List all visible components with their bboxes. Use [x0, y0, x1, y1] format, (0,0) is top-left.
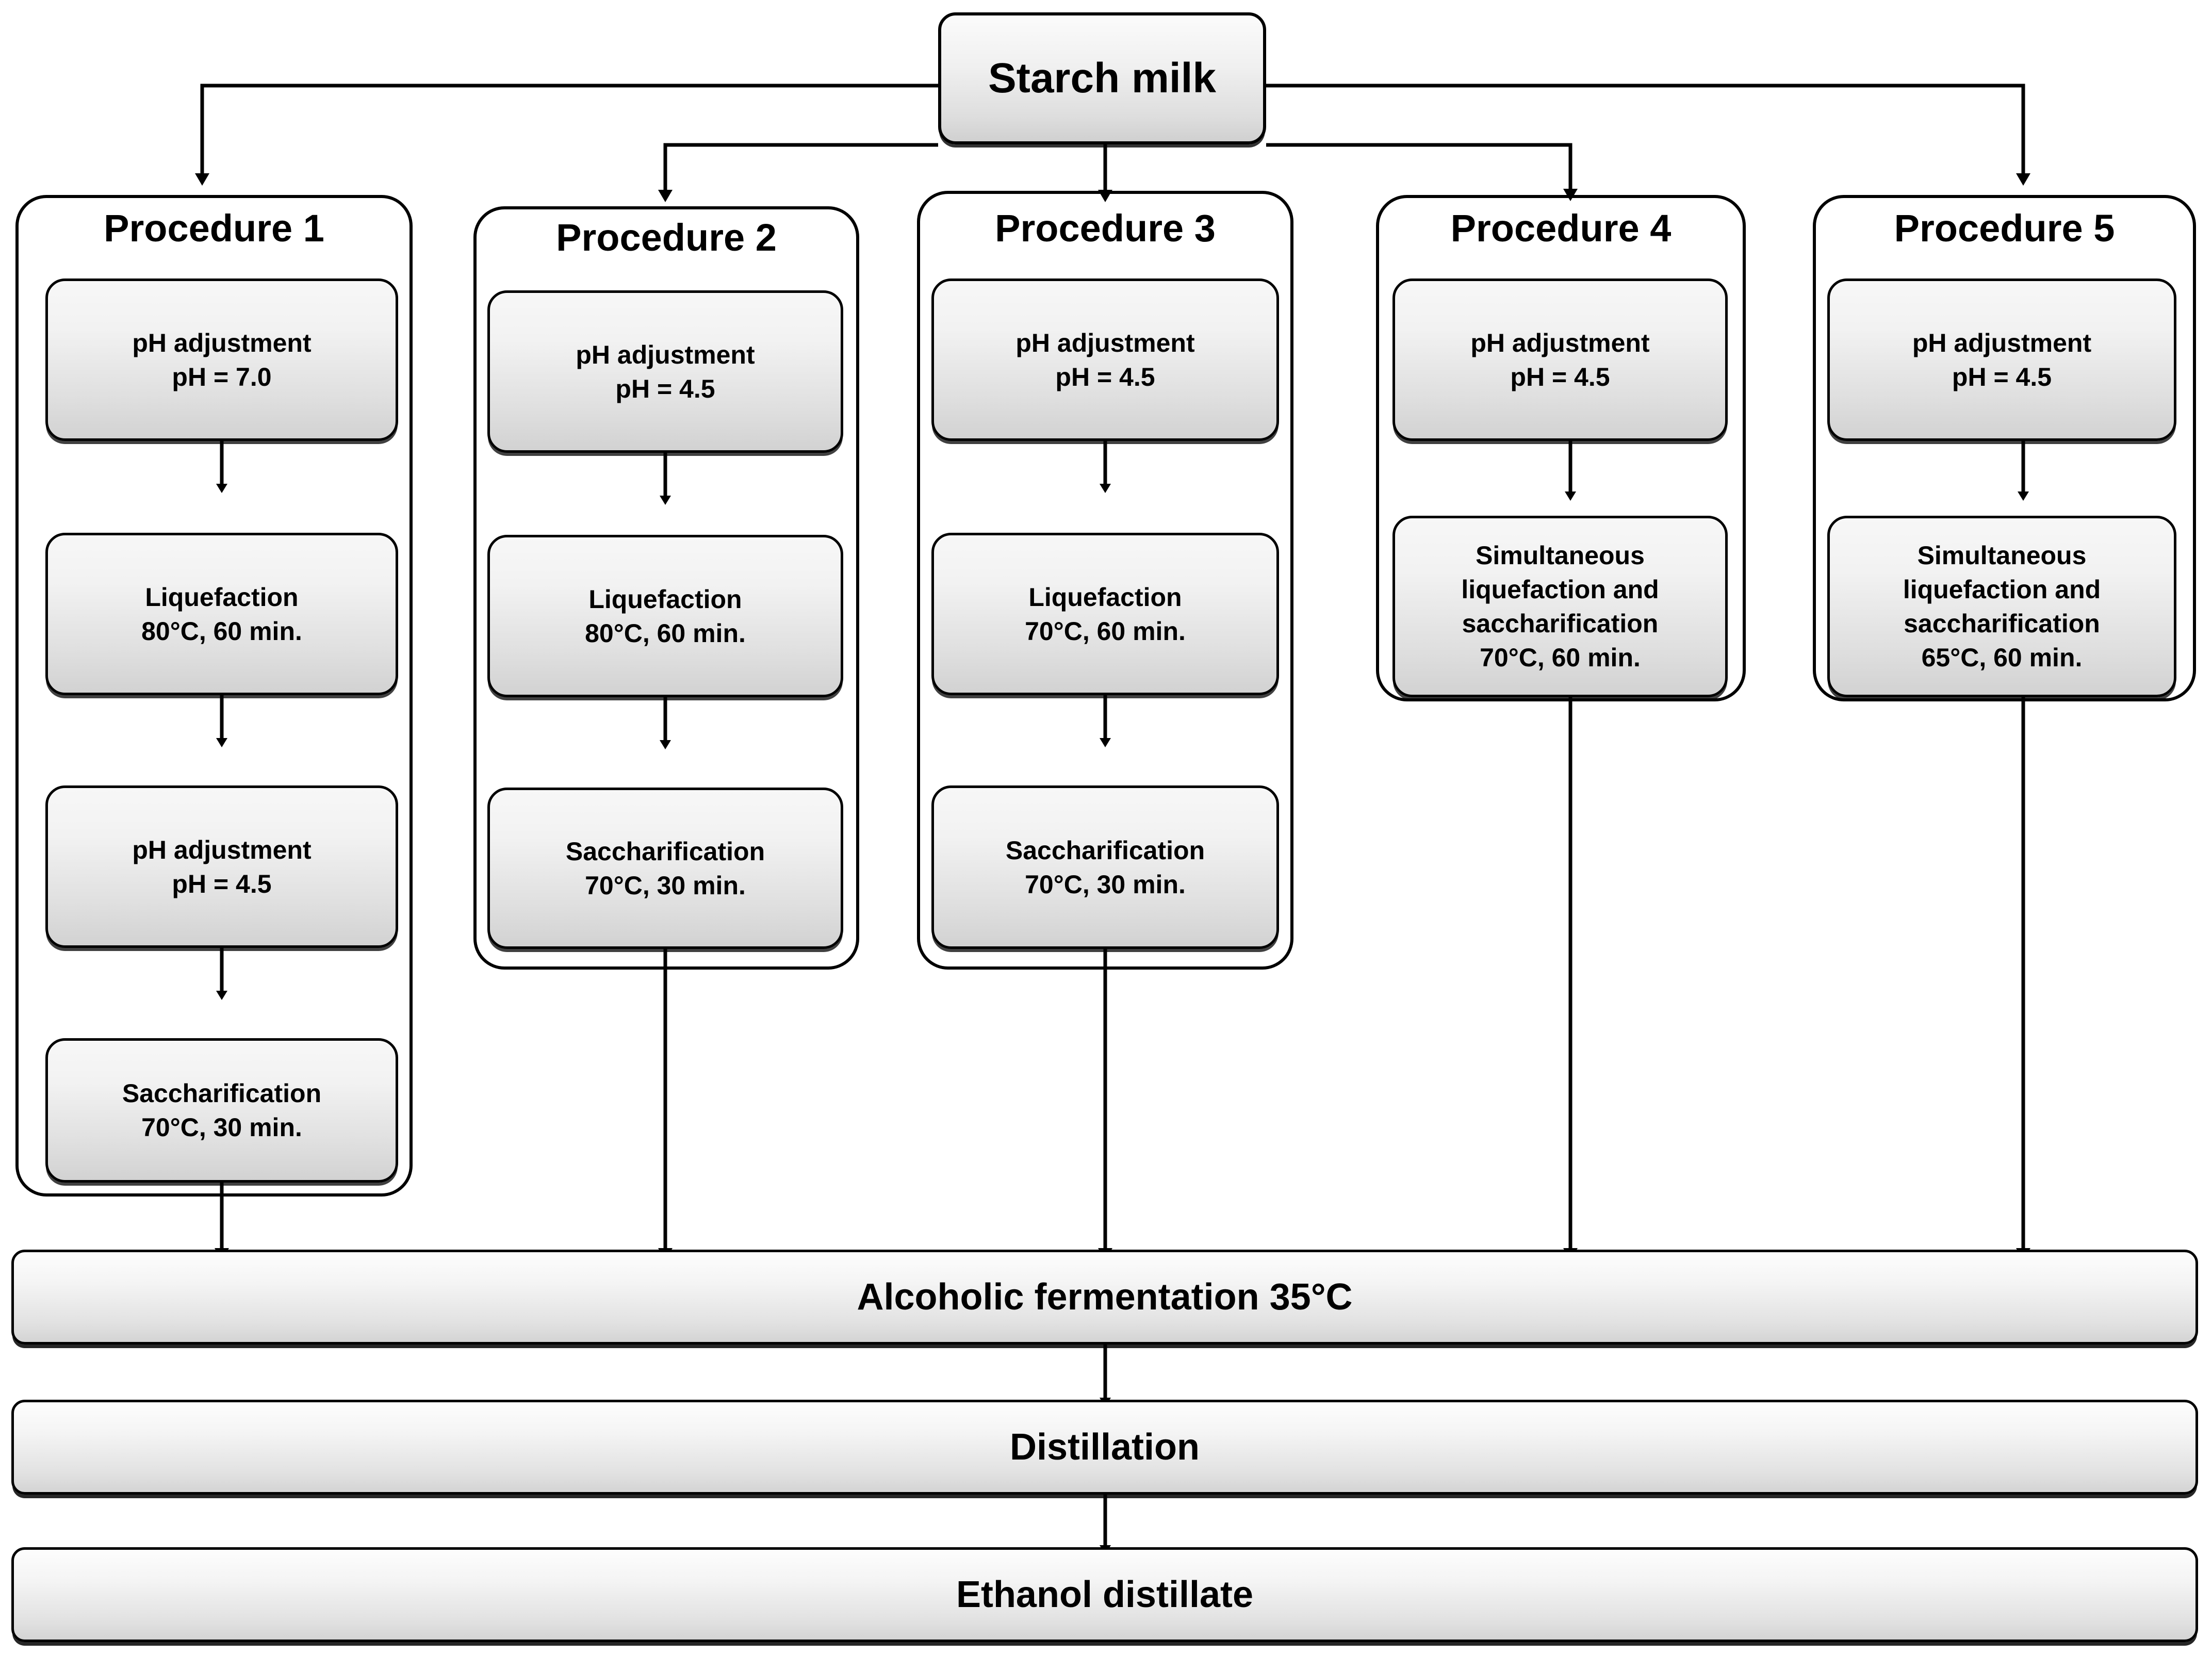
bar-ethanol-distillate[interactable]: Ethanol distillate: [11, 1547, 2198, 1642]
step-text: Liquefaction 70°C, 60 min.: [1025, 580, 1186, 648]
step-text: pH adjustment pH = 4.5: [1912, 326, 2091, 394]
step-line-1: pH adjustment: [1470, 328, 1650, 357]
step-text: Saccharification 70°C, 30 min.: [1006, 833, 1205, 902]
step-line-4: 70°C, 60 min.: [1480, 643, 1641, 672]
procedure-5-step-simultaneous-liquefaction-saccharification[interactable]: Simultaneous liquefaction and saccharifi…: [1827, 516, 2176, 697]
procedure-2-step-liquefaction[interactable]: Liquefaction 80°C, 60 min.: [487, 535, 843, 697]
step-line-1: pH adjustment: [576, 340, 755, 369]
source-node-starch-milk[interactable]: Starch milk: [938, 12, 1266, 144]
procedure-4-step-simultaneous-liquefaction-saccharification[interactable]: Simultaneous liquefaction and saccharifi…: [1392, 516, 1728, 697]
step-text: pH adjustment pH = 4.5: [1470, 326, 1649, 394]
step-line-1: pH adjustment: [132, 328, 312, 357]
bar-distillation[interactable]: Distillation: [11, 1400, 2198, 1495]
step-text: Simultaneous liquefaction and saccharifi…: [1903, 538, 2101, 675]
bar-label: Alcoholic fermentation 35°C: [857, 1276, 1353, 1318]
step-line-1: pH adjustment: [1015, 328, 1195, 357]
procedure-group-5: [1813, 195, 2196, 701]
step-line-1: Simultaneous: [1476, 541, 1645, 570]
step-text: Saccharification 70°C, 30 min.: [122, 1076, 321, 1144]
wire-source-to-procedure-2: [658, 143, 938, 202]
step-line-2: 80°C, 60 min.: [585, 618, 746, 648]
step-line-2: pH = 4.5: [1055, 362, 1155, 391]
step-text: Simultaneous liquefaction and saccharifi…: [1461, 538, 1659, 675]
procedure-group-1: [15, 195, 413, 1197]
step-line-2: 70°C, 60 min.: [1025, 616, 1186, 646]
procedure-5-title: Procedure 5: [1894, 207, 2115, 250]
procedure-4-step-ph-adjustment[interactable]: pH adjustment pH = 4.5: [1392, 278, 1728, 441]
procedure-2-title: Procedure 2: [556, 216, 777, 259]
procedure-1-step-ph-adjustment[interactable]: pH adjustment pH = 7.0: [45, 278, 398, 441]
step-line-1: pH adjustment: [1912, 328, 2092, 357]
procedure-1-title: Procedure 1: [104, 207, 324, 250]
step-text: pH adjustment pH = 7.0: [132, 326, 311, 394]
step-text: pH adjustment pH = 4.5: [132, 833, 311, 901]
step-line-2: liquefaction and: [1461, 575, 1659, 604]
step-line-1: Simultaneous: [1917, 541, 2087, 570]
bar-label: Distillation: [1009, 1427, 1200, 1468]
step-line-2: 70°C, 30 min.: [1025, 870, 1186, 899]
step-line-2: pH = 4.5: [1510, 362, 1610, 391]
procedure-2-step-saccharification[interactable]: Saccharification 70°C, 30 min.: [487, 788, 843, 949]
step-text: Liquefaction 80°C, 60 min.: [141, 580, 302, 648]
step-text: Liquefaction 80°C, 60 min.: [585, 582, 746, 650]
step-line-3: saccharification: [1462, 609, 1659, 638]
step-line-2: 70°C, 30 min.: [141, 1113, 302, 1142]
procedure-3-step-liquefaction[interactable]: Liquefaction 70°C, 60 min.: [931, 533, 1279, 695]
procedure-3-step-ph-adjustment[interactable]: pH adjustment pH = 4.5: [931, 278, 1279, 441]
step-line-4: 65°C, 60 min.: [1921, 643, 2083, 672]
procedure-group-4: [1376, 195, 1746, 701]
procedure-3-title: Procedure 3: [995, 207, 1216, 250]
source-label: Starch milk: [988, 55, 1217, 102]
wire-source-to-procedure-1: [195, 84, 938, 186]
bar-label: Ethanol distillate: [956, 1574, 1254, 1615]
procedure-3-step-saccharification[interactable]: Saccharification 70°C, 30 min.: [931, 785, 1279, 949]
step-line-2: liquefaction and: [1903, 575, 2101, 604]
procedure-1-step-saccharification[interactable]: Saccharification 70°C, 30 min.: [45, 1038, 398, 1183]
wire-source-to-procedure-5: [1266, 84, 2030, 186]
step-line-1: Saccharification: [565, 837, 765, 866]
procedure-4-title: Procedure 4: [1450, 207, 1672, 250]
step-line-1: Liquefaction: [1028, 582, 1182, 612]
step-line-2: pH = 4.5: [615, 374, 715, 403]
procedure-1-step-liquefaction[interactable]: Liquefaction 80°C, 60 min.: [45, 533, 398, 695]
step-line-2: pH = 7.0: [172, 362, 272, 391]
step-text: pH adjustment pH = 4.5: [576, 338, 755, 406]
step-line-3: saccharification: [1904, 609, 2100, 638]
procedure-1-step-ph-adjustment-2[interactable]: pH adjustment pH = 4.5: [45, 785, 398, 948]
step-text: Saccharification 70°C, 30 min.: [566, 834, 765, 903]
step-line-2: pH = 4.5: [172, 869, 272, 898]
step-line-1: Liquefaction: [588, 584, 742, 614]
procedure-5-step-ph-adjustment[interactable]: pH adjustment pH = 4.5: [1827, 278, 2176, 441]
step-line-2: pH = 4.5: [1952, 362, 2052, 391]
bar-alcoholic-fermentation[interactable]: Alcoholic fermentation 35°C: [11, 1250, 2198, 1345]
step-line-2: 70°C, 30 min.: [585, 871, 746, 900]
step-line-2: 80°C, 60 min.: [141, 616, 302, 646]
step-line-1: Liquefaction: [145, 582, 299, 612]
step-line-1: Saccharification: [1005, 835, 1205, 865]
step-text: pH adjustment pH = 4.5: [1015, 326, 1194, 394]
step-line-1: pH adjustment: [132, 835, 312, 864]
procedure-2-step-ph-adjustment[interactable]: pH adjustment pH = 4.5: [487, 290, 843, 453]
step-line-1: Saccharification: [122, 1079, 322, 1108]
wire-source-to-procedure-4: [1266, 143, 1578, 201]
